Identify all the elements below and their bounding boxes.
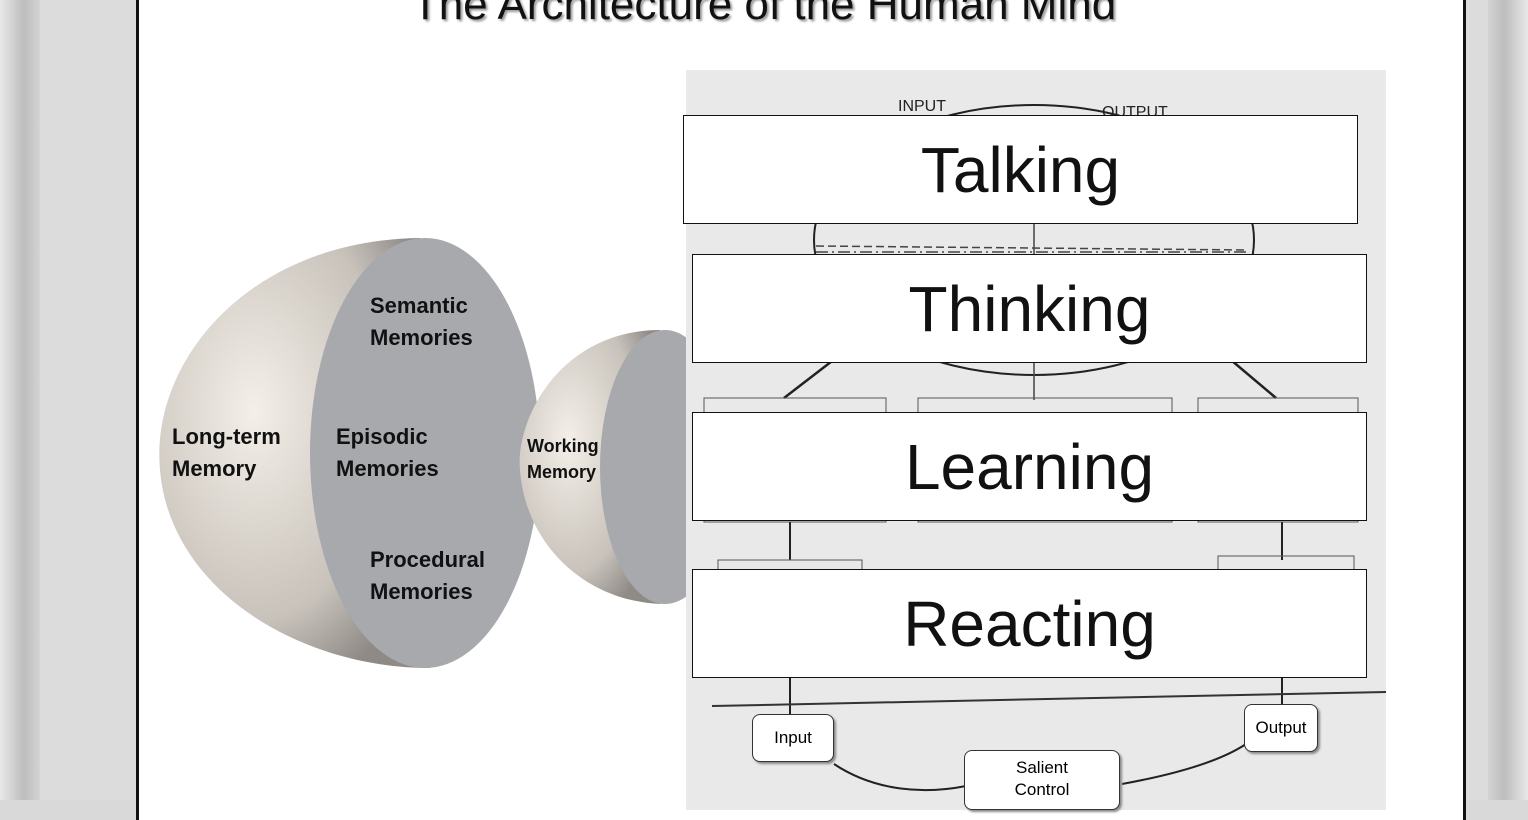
- diagram-input-label: INPUT: [898, 98, 946, 115]
- long-term-memory-face: [310, 238, 540, 668]
- talking-box: Talking: [683, 115, 1358, 224]
- page-title: The Architecture of the Human Mind: [411, 0, 1117, 29]
- thinking-box: Thinking: [692, 254, 1367, 363]
- right-frame: [1488, 0, 1528, 800]
- output-node: Output: [1244, 704, 1318, 752]
- reacting-box: Reacting: [692, 569, 1367, 678]
- learning-box: Learning: [692, 412, 1367, 521]
- left-frame: [0, 0, 40, 800]
- input-node: Input: [752, 714, 834, 762]
